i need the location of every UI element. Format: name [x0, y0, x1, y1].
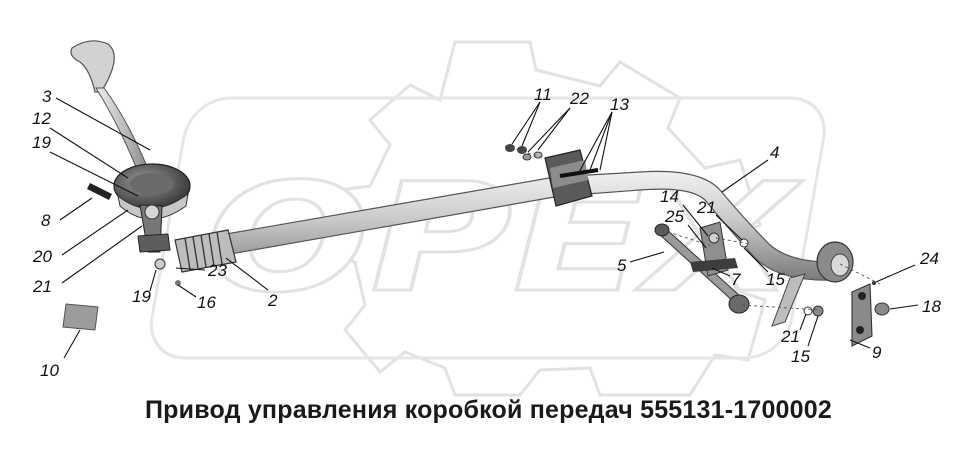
callout-4: 4 [770, 143, 779, 162]
callout-11: 11 [534, 85, 552, 104]
lever-knob [70, 40, 115, 93]
callout-12: 12 [32, 109, 51, 128]
strap [771, 273, 806, 327]
callout-22: 22 [569, 89, 589, 108]
callouts: 3 12 19 8 20 21 19 23 16 2 10 11 22 13 4… [32, 85, 941, 380]
pad [62, 303, 99, 331]
callout-24: 24 [919, 249, 939, 268]
pin [87, 183, 112, 200]
callout-15-mid: 15 [766, 270, 785, 289]
callout-21-mid: 21 [696, 198, 716, 217]
watermark-gear [328, 40, 767, 397]
parts [62, 40, 890, 347]
callout-19-top: 19 [32, 133, 51, 152]
callout-21-right: 21 [780, 327, 800, 346]
callout-21-left: 21 [32, 277, 52, 296]
watermark-plate [149, 96, 826, 360]
callout-14: 14 [660, 187, 679, 206]
callout-10: 10 [40, 361, 59, 380]
small-fasteners [175, 144, 890, 317]
callout-7: 7 [731, 270, 741, 289]
callout-15-bottom: 15 [791, 347, 810, 366]
callout-9: 9 [872, 343, 882, 362]
callout-23: 23 [207, 261, 227, 280]
assembly-axes [504, 145, 881, 311]
callout-19-bottom: 19 [132, 287, 151, 306]
callout-5: 5 [617, 256, 627, 275]
callout-13: 13 [610, 95, 629, 114]
callout-18: 18 [922, 297, 941, 316]
callout-16: 16 [197, 293, 216, 312]
callout-8: 8 [41, 211, 51, 230]
bracket-plate [851, 283, 873, 347]
rod-end-bracket [816, 241, 854, 283]
callout-25: 25 [664, 207, 684, 226]
callout-2: 2 [267, 291, 278, 310]
bellows [174, 229, 237, 273]
leader-lines [49, 97, 919, 359]
callout-20: 20 [32, 247, 52, 266]
diagram-title: Привод управления коробкой передач 55513… [145, 396, 832, 424]
lever-housing [113, 163, 191, 270]
callout-3: 3 [42, 87, 52, 106]
tube-clamp [544, 149, 599, 207]
